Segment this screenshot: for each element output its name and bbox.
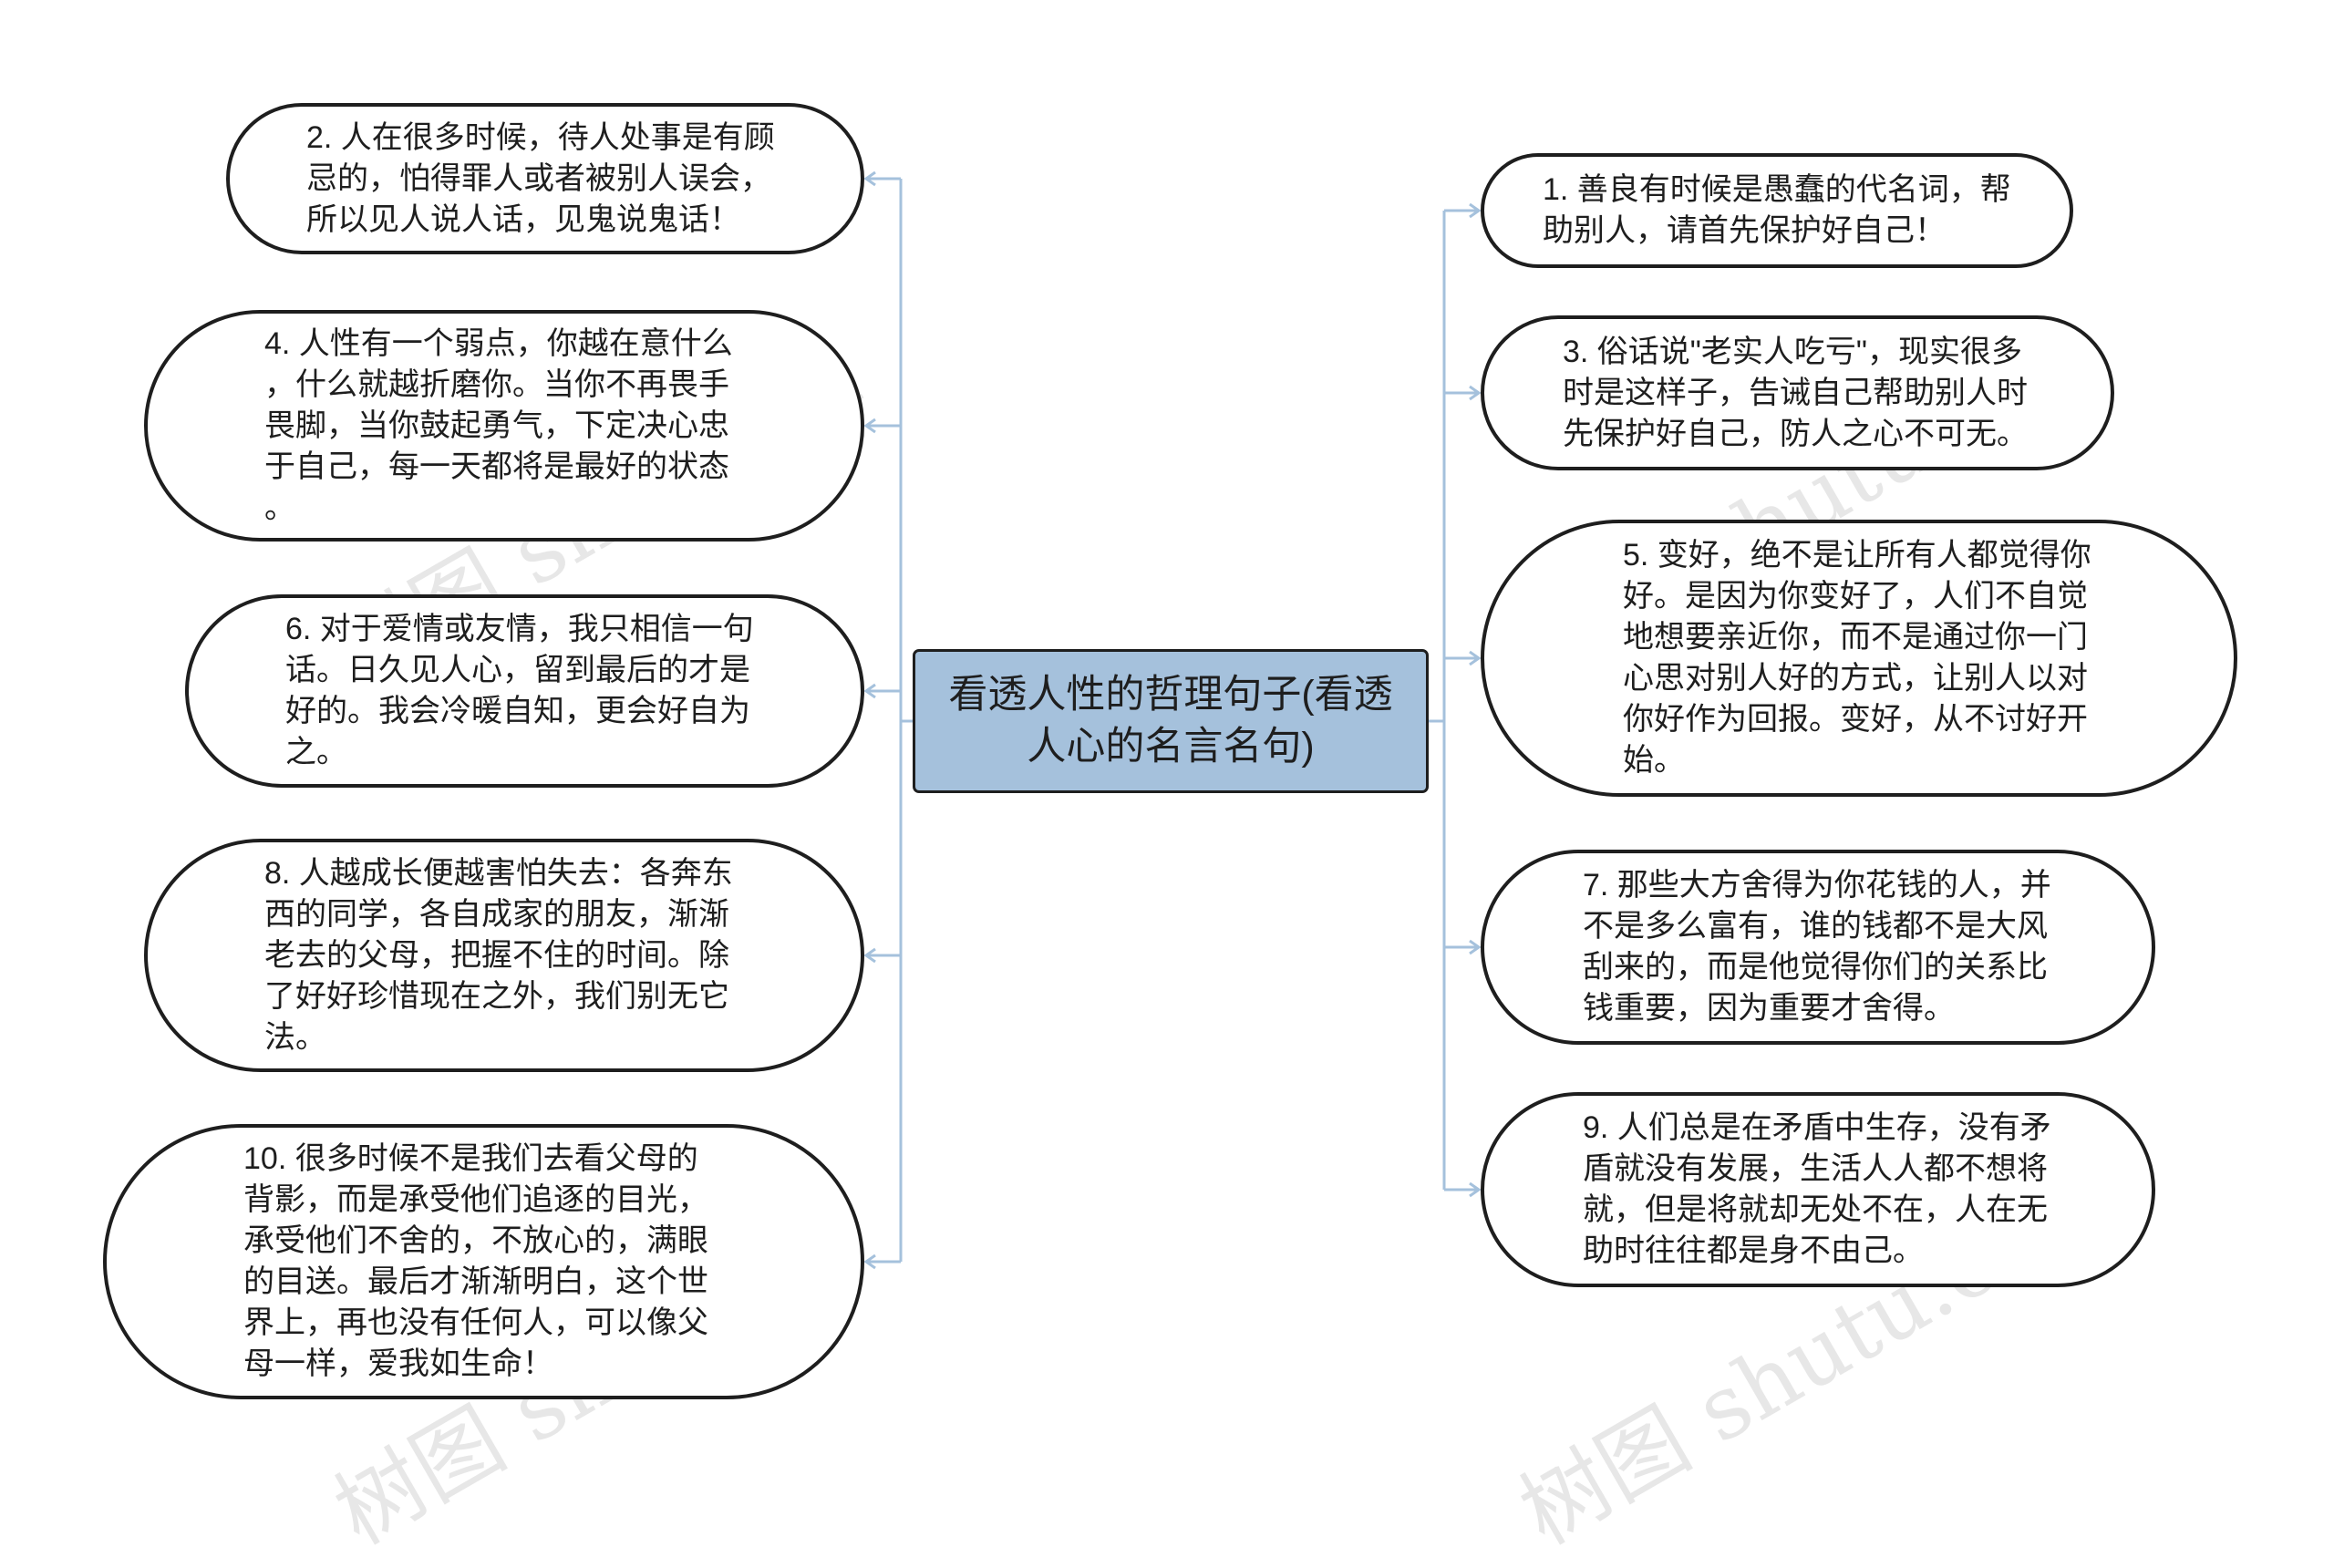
left-arrow-head xyxy=(863,683,876,699)
root-topic[interactable]: 看透人性的哲理句子(看透 人心的名言名句) xyxy=(913,649,1429,793)
left-arrow-head xyxy=(863,947,876,964)
left-topic-node[interactable]: 2. 人在很多时候，待人处事是有顾 忌的，怕得罪人或者被别人误会， 所以见人说人… xyxy=(226,103,864,254)
right-topic-node[interactable]: 5. 变好，绝不是让所有人都觉得你 好。是因为你变好了，人们不自觉 地想要亲近你… xyxy=(1481,520,2237,797)
right-arrow-head xyxy=(1469,939,1482,955)
left-arrow-head xyxy=(863,1253,876,1270)
right-arrow-head xyxy=(1469,202,1482,219)
left-topic-text: 8. 人越成长便越害怕失去：各奔东 西的同学，各自成家的朋友，渐渐 老去的父母，… xyxy=(264,855,733,1055)
left-topic-node[interactable]: 4. 人性有一个弱点，你越在意什么 ，什么就越折磨你。当你不再畏手 畏脚，当你鼓… xyxy=(144,310,864,542)
right-arrow-head xyxy=(1469,385,1482,401)
right-topic-text: 7. 那些大方舍得为你花钱的人，并 不是多么富有，谁的钱都不是大风 刮来的，而是… xyxy=(1583,868,2051,1026)
left-topic-node[interactable]: 10. 很多时候不是我们去看父母的 背影，而是承受他们追逐的目光， 承受他们不舍… xyxy=(103,1124,864,1399)
left-topic-node[interactable]: 6. 对于爱情或友情，我只相信一句 话。日久见人心，留到最后的才是 好的。我会冷… xyxy=(185,594,864,788)
right-topic-node[interactable]: 7. 那些大方舍得为你花钱的人，并 不是多么富有，谁的钱都不是大风 刮来的，而是… xyxy=(1481,850,2155,1045)
right-topic-text: 9. 人们总是在矛盾中生存，没有矛 盾就没有发展，生活人人都不想将 就，但是将就… xyxy=(1583,1110,2051,1268)
right-topic-node[interactable]: 1. 善良有时候是愚蠢的代名词，帮 助别人，请首先保护好自己！ xyxy=(1481,153,2073,268)
left-topic-text: 2. 人在很多时候，待人处事是有顾 忌的，怕得罪人或者被别人误会， 所以见人说人… xyxy=(306,119,775,237)
connector-lines xyxy=(863,170,1482,1270)
left-topic-text: 10. 很多时候不是我们去看父母的 背影，而是承受他们追逐的目光， 承受他们不舍… xyxy=(243,1141,708,1381)
right-topic-node[interactable]: 3. 俗话说"老实人吃亏"，现实很多 时是这样子，告诫自己帮助别人时 先保护好自… xyxy=(1481,315,2114,470)
left-topic-text: 6. 对于爱情或友情，我只相信一句 话。日久见人心，留到最后的才是 好的。我会冷… xyxy=(285,612,754,769)
left-arrow-head xyxy=(863,418,876,434)
right-topic-node[interactable]: 9. 人们总是在矛盾中生存，没有矛 盾就没有发展，生活人人都不想将 就，但是将就… xyxy=(1481,1092,2155,1287)
mind-map-canvas: 树图 shutu.cn 树图 shutu.cn 树图 shutu.cn 树图 s… xyxy=(103,103,2237,1564)
right-topic-text: 1. 善良有时候是愚蠢的代名词，帮 助别人，请首先保护好自己！ xyxy=(1543,172,2011,248)
right-topic-text: 5. 变好，绝不是让所有人都觉得你 好。是因为你变好了，人们不自觉 地想要亲近你… xyxy=(1623,538,2091,778)
right-arrow-head xyxy=(1469,650,1482,666)
left-arrow-head xyxy=(863,170,876,187)
root-topic-label: 看透人性的哲理句子(看透 人心的名言名句) xyxy=(948,673,1393,769)
left-topic-text: 4. 人性有一个弱点，你越在意什么 ，什么就越折磨你。当你不再畏手 畏脚，当你鼓… xyxy=(264,325,733,525)
right-topic-text: 3. 俗话说"老实人吃亏"，现实很多 时是这样子，告诫自己帮助别人时 先保护好自… xyxy=(1563,334,2028,451)
right-arrow-head xyxy=(1469,1181,1482,1198)
left-topic-node[interactable]: 8. 人越成长便越害怕失去：各奔东 西的同学，各自成家的朋友，渐渐 老去的父母，… xyxy=(144,839,864,1072)
